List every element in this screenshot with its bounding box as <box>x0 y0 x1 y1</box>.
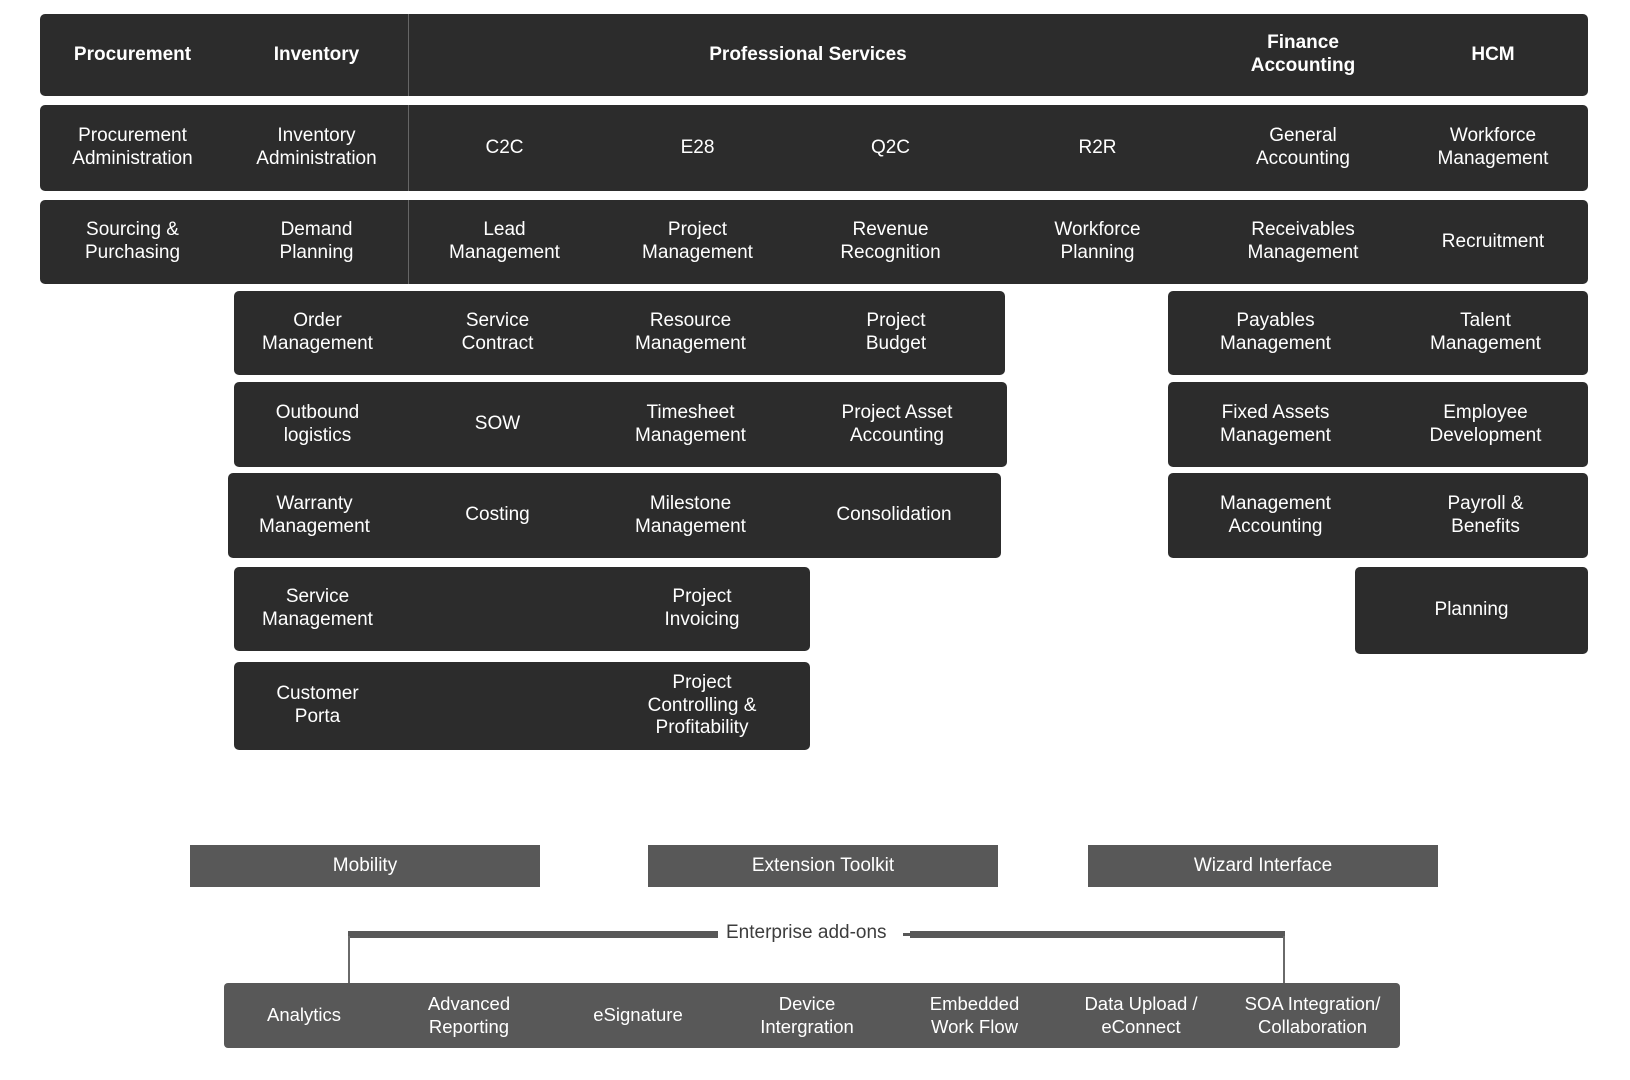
addon-data-upload-econnect[interactable]: Data Upload / eConnect <box>1084 993 1198 1037</box>
cell-lead-management[interactable]: Lead Management <box>449 219 560 263</box>
cell-talent-management[interactable]: Talent Management <box>1430 310 1541 354</box>
cell-sourcing-purchasing[interactable]: Sourcing & Purchasing <box>84 219 181 263</box>
cell-project-controlling-profitability[interactable]: Project Controlling & Profitability <box>647 671 757 739</box>
cell-workforce-management[interactable]: Workforce Management <box>1437 125 1549 169</box>
cell-receivables-management[interactable]: Receivables Management <box>1247 219 1359 263</box>
bracket-label-enterprise-addons: Enterprise add-ons <box>718 922 895 944</box>
header-cell-hcm: HCM <box>1471 43 1515 65</box>
addon-soa-integration-collaboration[interactable]: SOA Integration/ Collaboration <box>1244 993 1381 1037</box>
cell-procurement-administration[interactable]: Procurement Administration <box>72 125 193 169</box>
cell-r2r[interactable]: R2R <box>1078 136 1117 158</box>
row-payables-cluster: Payables Management Talent Management <box>1168 291 1588 375</box>
cell-demand-planning[interactable]: Demand Planning <box>279 219 354 263</box>
cell-service-spacer <box>401 567 594 651</box>
addon-esignature[interactable]: eSignature <box>593 1004 683 1026</box>
addons-strip: Analytics Advanced Reporting eSignature … <box>224 983 1400 1048</box>
addon-device-integration[interactable]: Device Intergration <box>760 993 854 1037</box>
cell-costing[interactable]: Costing <box>465 504 530 526</box>
cell-revenue-recognition[interactable]: Revenue Recognition <box>840 219 941 263</box>
row-warranty-cluster: Warranty Management Costing Milestone Ma… <box>228 473 1001 558</box>
bracket-leg-left <box>348 936 350 986</box>
cell-resource-management[interactable]: Resource Management <box>635 310 746 354</box>
cell-project-invoicing[interactable]: Project Invoicing <box>664 586 740 630</box>
platform-bar-mobility[interactable]: Mobility <box>190 845 540 887</box>
row1-divider <box>408 105 409 191</box>
cell-employee-development[interactable]: Employee Development <box>1429 401 1542 446</box>
row2-divider <box>408 200 409 284</box>
header-cell-finance-accounting: Finance Accounting <box>1250 32 1356 76</box>
row-customer-portal-cluster: Customer Porta Project Controlling & Pro… <box>234 662 810 750</box>
cell-recruitment[interactable]: Recruitment <box>1441 230 1545 252</box>
bracket-tick-left <box>713 933 720 936</box>
cell-fixed-assets-management[interactable]: Fixed Assets Management <box>1220 401 1331 446</box>
cell-project-asset-accounting[interactable]: Project Asset Accounting <box>841 401 953 446</box>
cell-inventory-administration[interactable]: Inventory Administration <box>256 125 377 169</box>
cell-project-management[interactable]: Project Management <box>642 219 753 263</box>
cell-order-management[interactable]: Order Management <box>262 310 373 354</box>
platform-bar-wizard-interface[interactable]: Wizard Interface <box>1088 845 1438 887</box>
addon-embedded-workflow[interactable]: Embedded Work Flow <box>929 993 1020 1037</box>
cell-project-budget[interactable]: Project Budget <box>865 310 927 354</box>
row-outbound-cluster: Outbound logistics SOW Timesheet Managem… <box>234 382 1007 467</box>
cell-service-management[interactable]: Service Management <box>262 586 373 630</box>
bracket-tick-right <box>903 933 910 936</box>
cell-timesheet-management[interactable]: Timesheet Management <box>635 401 746 446</box>
cell-q2c[interactable]: Q2C <box>870 136 911 158</box>
cell-warranty-management[interactable]: Warranty Management <box>259 492 370 537</box>
cell-workforce-planning[interactable]: Workforce Planning <box>1054 219 1141 263</box>
platform-bar-extension-toolkit[interactable]: Extension Toolkit <box>648 845 998 887</box>
cell-management-accounting[interactable]: Management Accounting <box>1220 492 1331 537</box>
row-management-accounting-cluster: Management Accounting Payroll & Benefits <box>1168 473 1588 558</box>
cell-c2c[interactable]: C2C <box>485 136 524 158</box>
bracket-line-right <box>910 931 1285 938</box>
header-cell-professional-services: Professional Services <box>709 43 907 65</box>
addon-advanced-reporting[interactable]: Advanced Reporting <box>427 993 511 1037</box>
row-order-cluster: Order Management Service Contract Resour… <box>234 291 1005 375</box>
row-planning: Sourcing & Purchasing Demand Planning Le… <box>40 200 1588 284</box>
header-cell-procurement: Procurement <box>73 43 192 65</box>
bracket-leg-right <box>1283 936 1285 986</box>
addon-analytics[interactable]: Analytics <box>266 1004 342 1026</box>
cell-planning[interactable]: Planning <box>1434 599 1509 621</box>
cell-milestone-management[interactable]: Milestone Management <box>635 492 746 537</box>
cell-payables-management[interactable]: Payables Management <box>1220 310 1331 354</box>
cell-outbound-logistics[interactable]: Outbound logistics <box>275 401 360 446</box>
bracket-line-left <box>348 931 718 938</box>
row-fixed-assets-cluster: Fixed Assets Management Employee Develop… <box>1168 382 1588 467</box>
cell-consolidation[interactable]: Consolidation <box>836 504 952 526</box>
row-administration: Procurement Administration Inventory Adm… <box>40 105 1588 191</box>
cell-sow[interactable]: SOW <box>474 413 521 435</box>
row-planning-cluster: Planning <box>1355 567 1588 654</box>
header-row: Procurement Inventory Professional Servi… <box>40 14 1588 96</box>
cell-customer-portal-spacer <box>401 662 594 750</box>
header-divider <box>408 14 409 96</box>
cell-payroll-benefits[interactable]: Payroll & Benefits <box>1447 492 1524 537</box>
cell-general-accounting[interactable]: General Accounting <box>1255 125 1350 169</box>
cell-e28[interactable]: E28 <box>680 136 715 158</box>
cell-customer-portal[interactable]: Customer Porta <box>276 683 359 727</box>
row-service-cluster: Service Management Project Invoicing <box>234 567 810 651</box>
cell-service-contract[interactable]: Service Contract <box>461 310 534 354</box>
header-cell-inventory: Inventory <box>273 43 360 65</box>
